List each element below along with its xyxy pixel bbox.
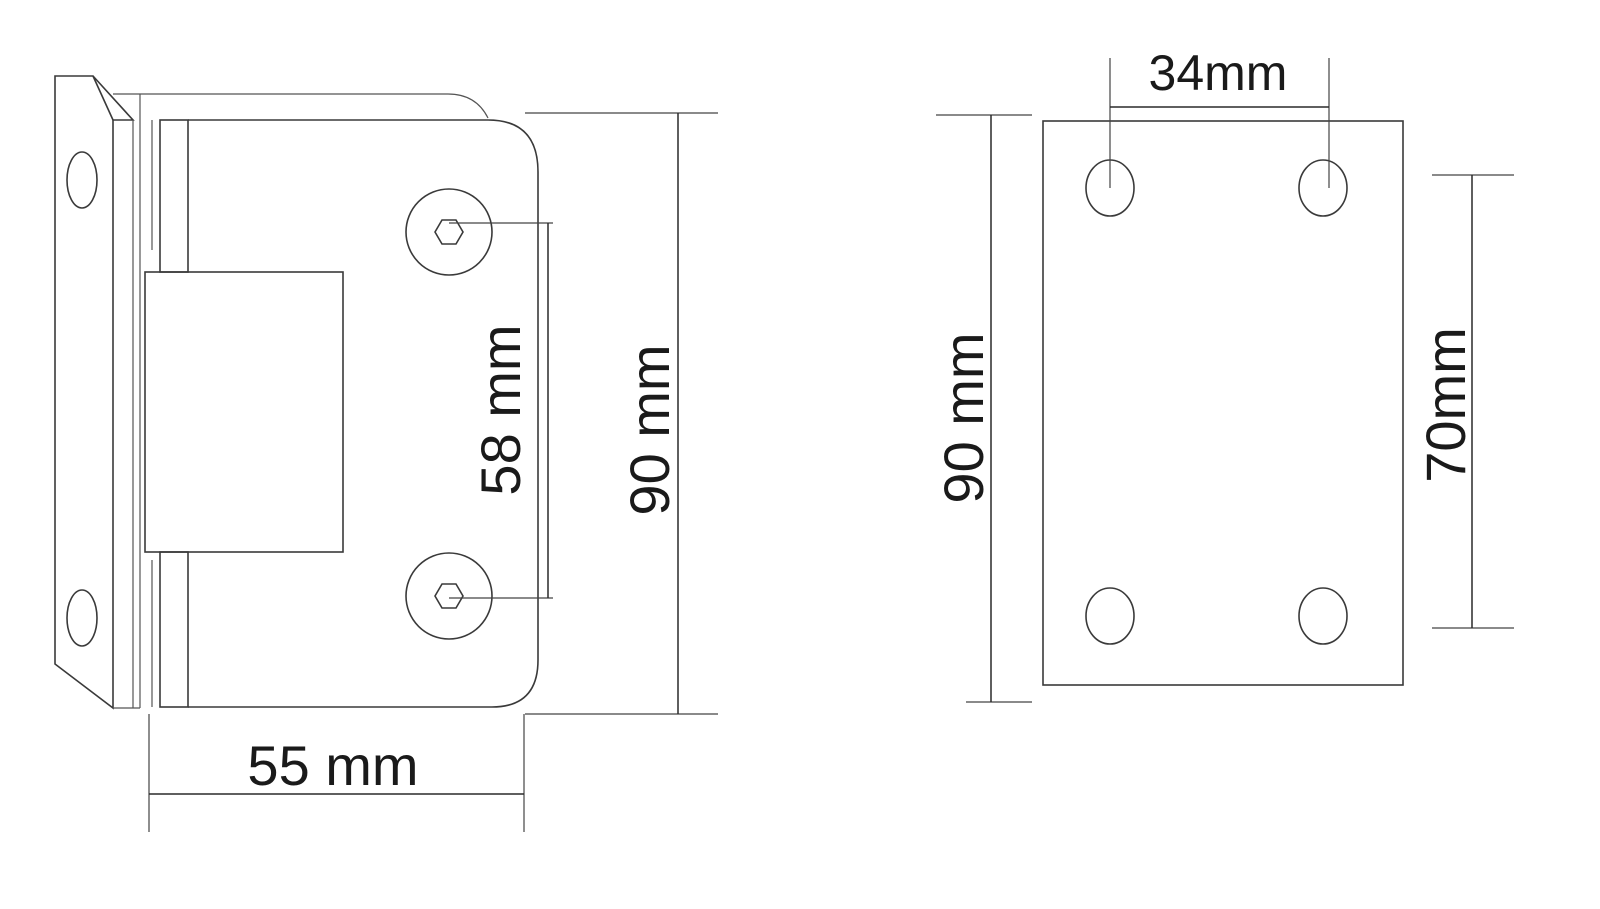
mounting-plate xyxy=(1042,120,1404,686)
dimension-label-90mm: 90 mm xyxy=(618,344,681,515)
hex-socket-icon xyxy=(434,219,464,245)
hinge-center-block xyxy=(144,271,344,553)
dimension-plate-horizontal-spacing: 34mm xyxy=(1109,45,1330,188)
hex-socket-icon xyxy=(434,583,464,609)
hinge-view: 58 mm 90 mm 55 mm xyxy=(54,75,718,832)
hinge-clamp-plate xyxy=(188,119,539,708)
dimension-label-34mm: 34mm xyxy=(1149,45,1288,101)
dimension-label-58mm: 58 mm xyxy=(469,324,532,495)
dimension-hole-spacing: 58 mm xyxy=(449,222,553,599)
hinge-top-edge xyxy=(113,93,489,119)
plate-hole-bottom-right xyxy=(1298,587,1348,645)
dimension-hinge-height: 90 mm xyxy=(525,112,718,715)
dimension-hinge-width: 55 mm xyxy=(148,714,525,832)
wall-plate-hole-top xyxy=(66,151,98,209)
plate-view: 34mm 90 mm 70mm xyxy=(932,45,1514,703)
dimension-label-plate-90mm: 90 mm xyxy=(932,332,995,503)
hinge-knuckle xyxy=(151,119,189,708)
plate-hole-bottom-left xyxy=(1085,587,1135,645)
dimension-label-55mm: 55 mm xyxy=(247,734,418,797)
wall-plate-hole-bottom xyxy=(66,589,98,647)
screw-top xyxy=(405,188,493,276)
dimension-plate-vertical-spacing: 70mm xyxy=(1414,174,1514,629)
hinge-wall-plate xyxy=(54,75,140,710)
plate-hole-top-right xyxy=(1298,159,1348,217)
dimension-plate-height: 90 mm xyxy=(932,114,1032,703)
dimension-label-70mm: 70mm xyxy=(1414,327,1477,483)
screw-bottom xyxy=(405,552,493,640)
